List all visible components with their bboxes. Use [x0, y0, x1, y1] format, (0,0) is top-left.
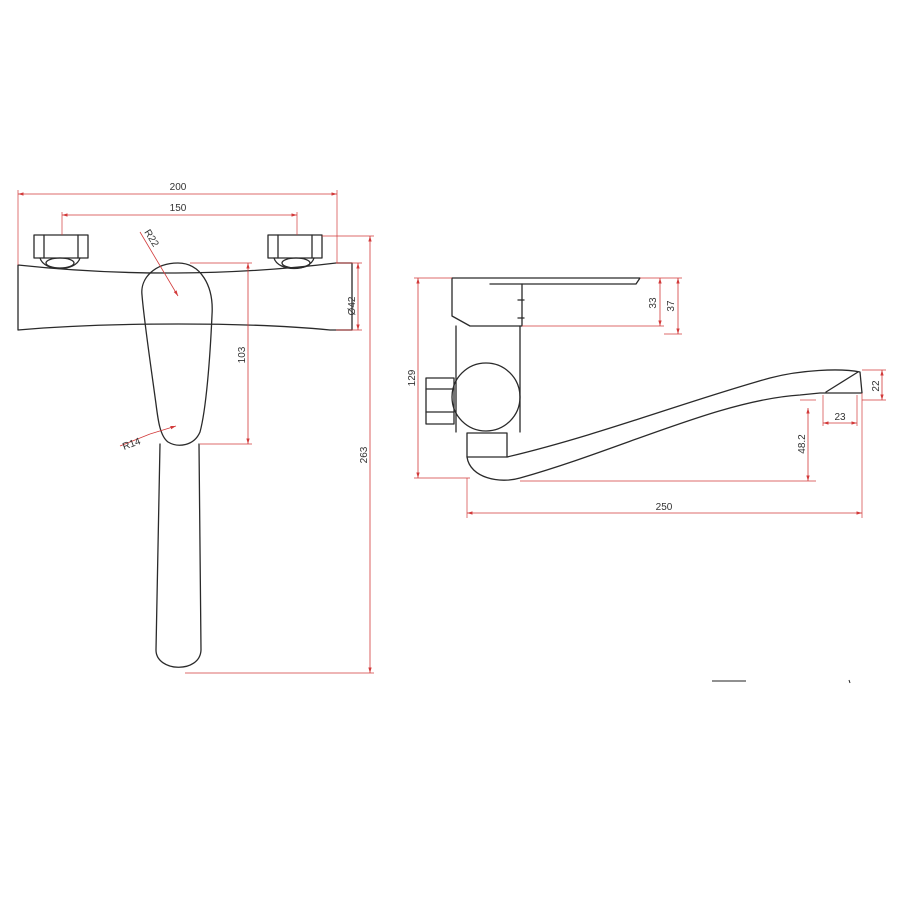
right-inlet-nut — [267, 234, 323, 270]
spout-collar — [466, 432, 508, 458]
dim-outlet-width: 23 — [834, 412, 846, 423]
handle-upper-outline — [141, 262, 213, 446]
dim-body-diameter: Ø42 — [347, 296, 358, 315]
front-view-dimensions: 200 150 R22 Ø42 103 R14 263 — [17, 182, 374, 674]
side-inlet-nut — [425, 377, 455, 425]
front-view — [17, 234, 353, 668]
side-view — [425, 277, 863, 481]
dim-outlet-diameter: 22 — [871, 380, 882, 392]
spout-outline — [466, 369, 863, 481]
left-inlet-nut — [33, 234, 89, 270]
dim-cap-height: 37 — [666, 300, 677, 312]
handle-cap-plate — [451, 277, 641, 327]
faucet-body-outline — [17, 262, 353, 331]
dim-body-height: 129 — [407, 369, 418, 386]
stray-marks — [712, 679, 851, 684]
handle-lower-outline — [155, 443, 202, 668]
dim-spout-height: 48.2 — [797, 434, 808, 454]
dim-overall-height: 263 — [359, 446, 370, 463]
dim-overall-width: 200 — [170, 182, 187, 193]
dim-inlet-spacing: 150 — [170, 203, 187, 214]
valve-circle — [451, 362, 521, 432]
dim-handle-upper-length: 103 — [237, 346, 248, 363]
side-view-dimensions: 33 37 129 22 23 48.2 250 — [407, 277, 886, 518]
dim-handle-height: 33 — [648, 297, 659, 309]
dim-spout-reach: 250 — [656, 502, 673, 513]
valve-body-outline — [455, 325, 521, 433]
